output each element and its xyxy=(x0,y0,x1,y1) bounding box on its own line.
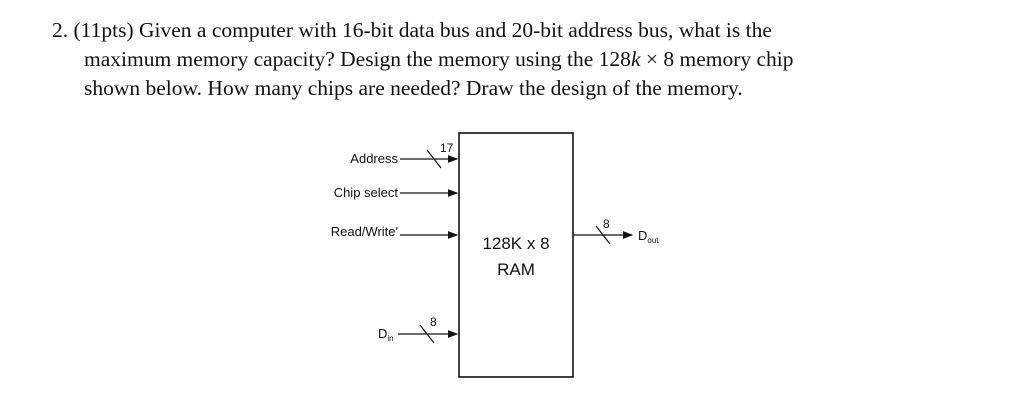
ram-chip-box xyxy=(458,132,574,378)
chip-label-type: RAM xyxy=(497,260,535,279)
address-width-label: 17 xyxy=(440,141,454,155)
question-line-2: maximum memory capacity? Design the memo… xyxy=(84,47,794,71)
question-line-3: shown below. How many chips are needed? … xyxy=(84,76,743,100)
dout-label: Dout xyxy=(638,228,659,245)
dout-bus-slash xyxy=(595,225,611,245)
chip-select-label: Chip select xyxy=(334,185,399,200)
din-label: Din xyxy=(378,326,394,343)
dout-width-label: 8 xyxy=(603,217,610,231)
question-line-1: 2. (11pts) Given a computer with 16-bit … xyxy=(52,18,772,42)
address-label: Address xyxy=(350,151,398,166)
question-number: 2. xyxy=(52,18,69,42)
address-bus-slash xyxy=(426,149,442,169)
din-bus-slash xyxy=(419,324,435,344)
question-text: 2. (11pts) Given a computer with 16-bit … xyxy=(52,16,1002,103)
din-width-label: 8 xyxy=(430,315,437,329)
chip-label-size: 128K x 8 xyxy=(482,234,549,253)
read-write-label: Read/Write' xyxy=(331,224,398,239)
